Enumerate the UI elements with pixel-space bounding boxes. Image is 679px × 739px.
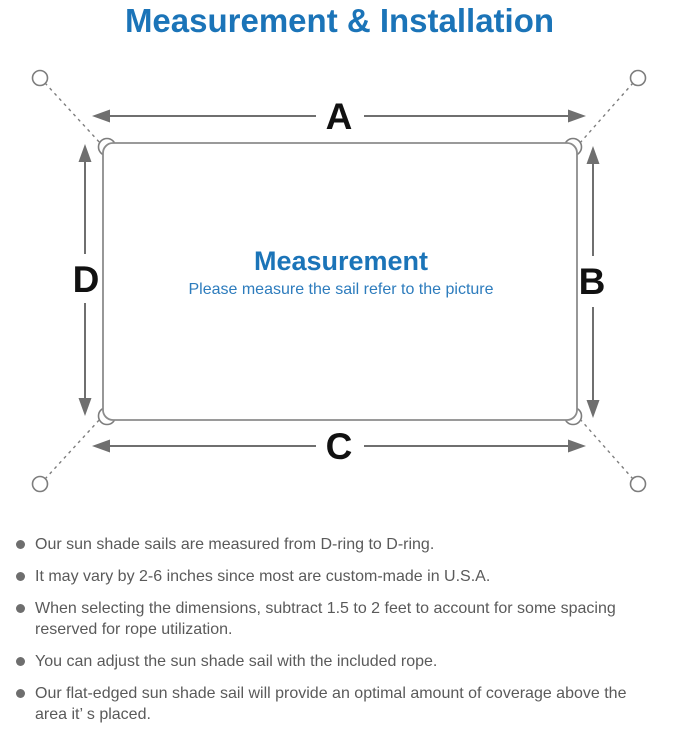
tether-line-top-left <box>44 82 102 145</box>
note-text: Our sun shade sails are measured from D-… <box>35 536 435 553</box>
note-text: When selecting the dimensions, subtract … <box>35 600 616 638</box>
bullet-dot-icon <box>16 540 25 549</box>
diagram-center-subtitle: Please measure the sail refer to the pic… <box>188 281 493 298</box>
dimension-arrow-left: D <box>73 144 100 416</box>
note-item: Our sun shade sails are measured from D-… <box>14 534 661 555</box>
sail-rectangle <box>102 142 578 421</box>
dimension-arrow-top: A <box>92 96 586 137</box>
diagram-canvas: A C D <box>31 69 647 493</box>
notes-list: Our sun shade sails are measured from D-… <box>0 526 679 725</box>
sail-measurement-diagram: A C D <box>0 50 679 526</box>
page-title: Measurement & Installation <box>124 2 555 39</box>
anchor-ring-bottom-left-icon <box>31 475 49 493</box>
anchor-ring-top-right-icon <box>629 69 647 87</box>
tether-line-bottom-left <box>44 417 102 480</box>
dimension-label-c: C <box>326 426 353 467</box>
tether-line-bottom-right <box>578 417 634 480</box>
bullet-dot-icon <box>16 572 25 581</box>
note-item: You can adjust the sun shade sail with t… <box>14 651 661 672</box>
dimension-arrow-bottom: C <box>92 426 586 467</box>
note-text: You can adjust the sun shade sail with t… <box>35 653 438 670</box>
note-item: Our flat-edged sun shade sail will provi… <box>14 683 661 725</box>
note-text: It may vary by 2-6 inches since most are… <box>35 568 491 585</box>
dimension-label-a: A <box>326 96 353 137</box>
dimension-label-b: B <box>579 261 606 302</box>
anchor-ring-bottom-right-icon <box>629 475 647 493</box>
diagram-center-title: Measurement <box>254 246 428 276</box>
header: Measurement & Installation <box>0 0 679 50</box>
anchor-ring-top-left-icon <box>31 69 49 87</box>
bullet-dot-icon <box>16 657 25 666</box>
note-text: Our flat-edged sun shade sail will provi… <box>35 685 627 723</box>
bullet-dot-icon <box>16 604 25 613</box>
dimension-arrow-right: B <box>579 146 606 418</box>
note-item: It may vary by 2-6 inches since most are… <box>14 566 661 587</box>
dimension-label-d: D <box>73 259 100 300</box>
tether-line-top-right <box>578 82 634 145</box>
note-item: When selecting the dimensions, subtract … <box>14 598 661 640</box>
bullet-dot-icon <box>16 689 25 698</box>
